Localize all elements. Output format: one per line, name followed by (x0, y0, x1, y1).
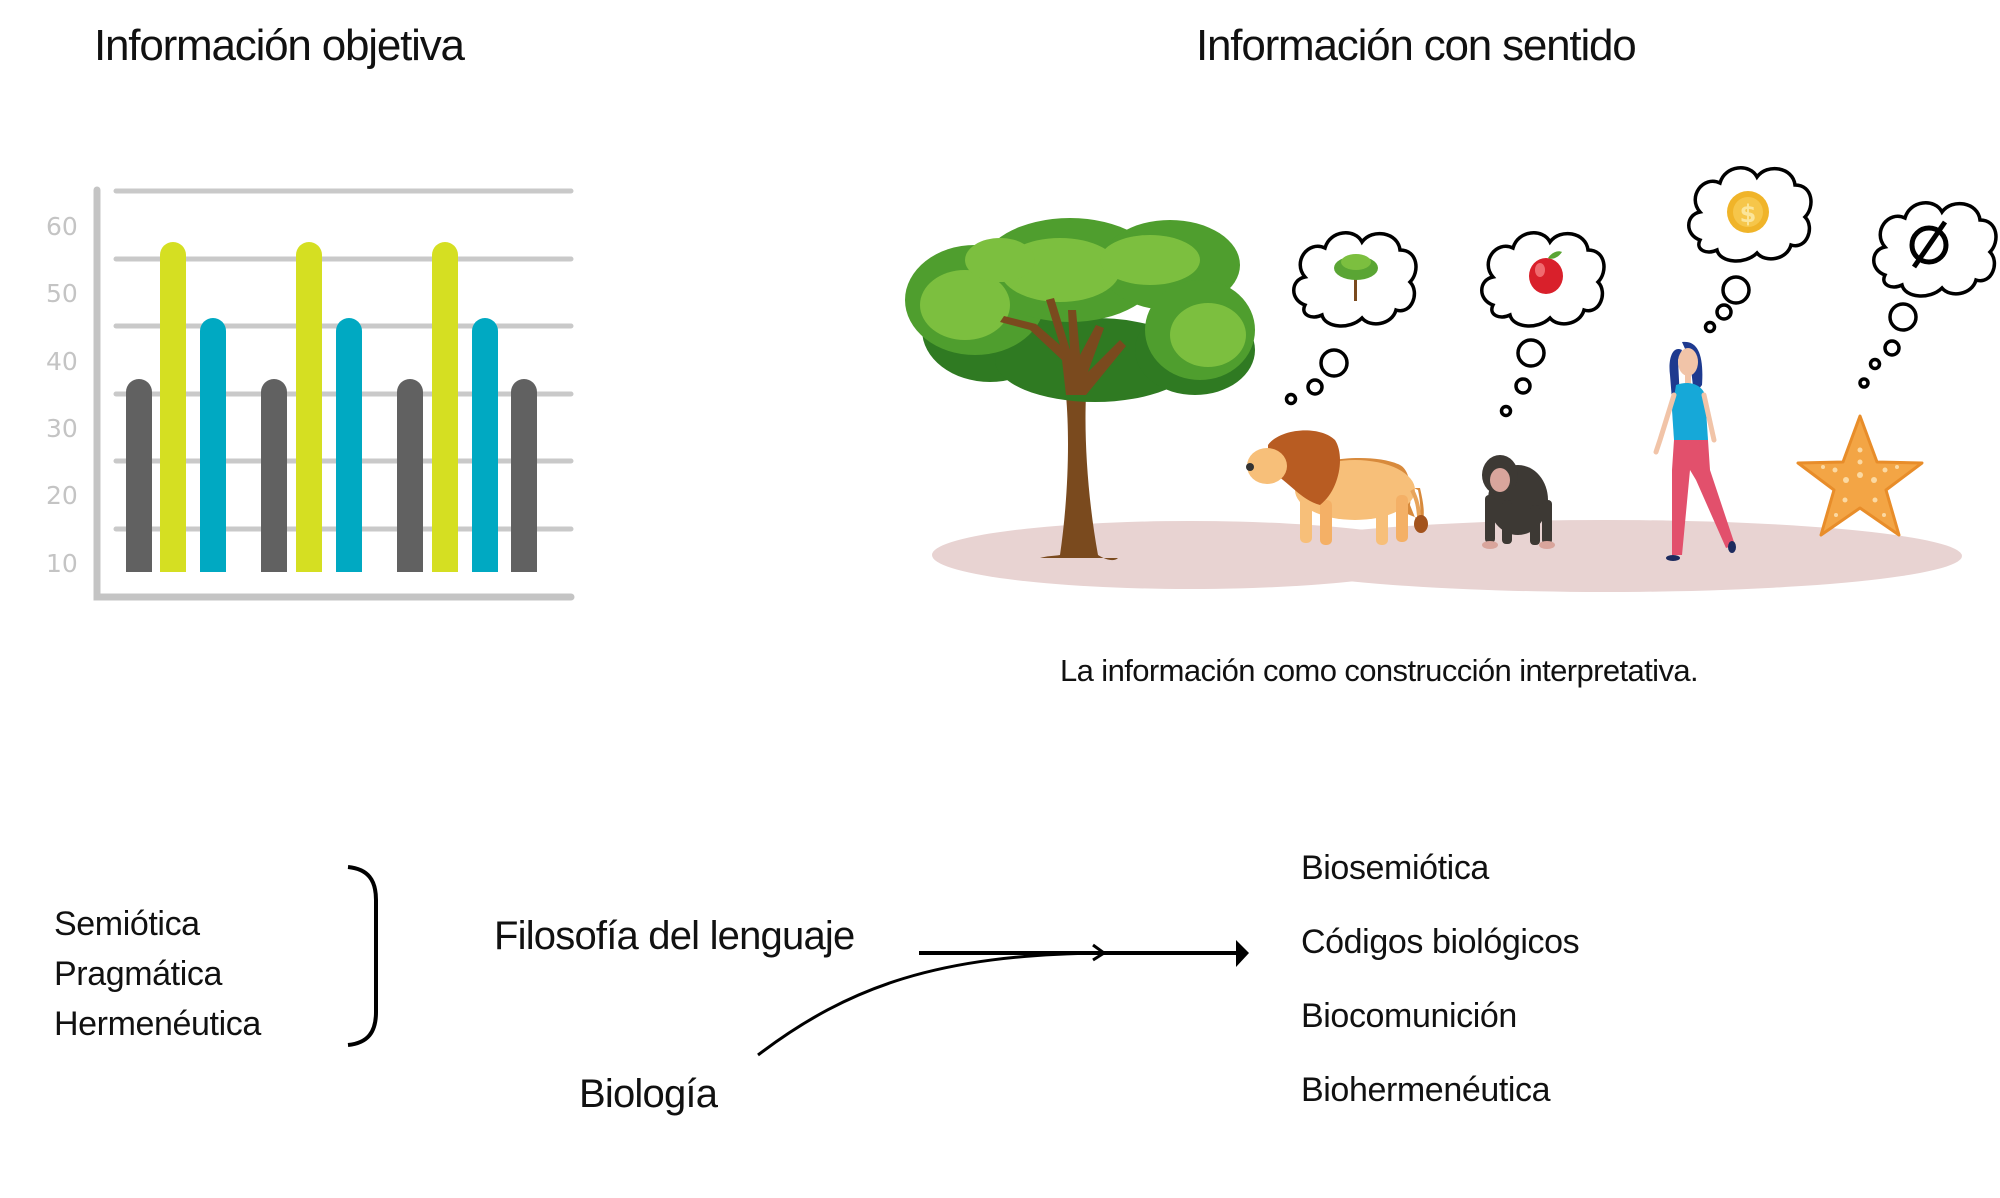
discipline-item: Semiótica (54, 905, 200, 943)
bar-gray (511, 379, 537, 572)
bar-yellow (160, 242, 186, 572)
tree-illustration (905, 218, 1255, 561)
bar-teal (200, 318, 226, 572)
right-title: Información con sentido (1196, 21, 1637, 70)
woman-illustration (1653, 341, 1736, 561)
y-tick-40: 40 (46, 347, 78, 376)
chart-bars (126, 242, 537, 572)
ground-shape (932, 520, 1962, 592)
result-item: Biocomunición (1301, 997, 1517, 1035)
y-tick-10: 10 (46, 549, 78, 578)
disciplines-list: Semiótica Pragmática Hermenéutica (54, 907, 261, 1057)
chart-axes (93, 186, 575, 601)
y-tick-50: 50 (46, 279, 78, 308)
bar-gray (261, 379, 287, 572)
bar-gray (397, 379, 423, 572)
right-bracket (347, 865, 378, 1047)
bar-yellow (296, 242, 322, 572)
starfish-illustration (1796, 414, 1924, 537)
results-list: Biosemiótica Códigos biológicos Biocomun… (1301, 849, 1580, 1147)
discipline-item: Hermenéutica (54, 1005, 261, 1043)
svg-text:$: $ (1740, 200, 1757, 228)
philosophy-label: Filosofía del lenguaje (494, 914, 855, 958)
scene-caption: La información como construcción interpr… (1060, 653, 1699, 688)
result-item: Biohermenéutica (1301, 1071, 1551, 1109)
bar-teal (336, 318, 362, 572)
bar-teal (472, 318, 498, 572)
y-axis-ticks: 60 50 40 30 20 10 (46, 212, 78, 578)
chimpanzee-illustration (1482, 455, 1555, 549)
y-tick-30: 30 (46, 414, 78, 443)
bar-yellow (432, 242, 458, 572)
lion-illustration (1246, 430, 1428, 545)
y-tick-20: 20 (46, 481, 78, 510)
left-title: Información objetiva (94, 21, 465, 70)
discipline-item: Pragmática (54, 955, 222, 993)
starfish-thought-cloud (1858, 201, 1998, 389)
bar-gray (126, 379, 152, 572)
apple-thought-icon (1529, 251, 1563, 294)
biology-label: Biología (579, 1072, 718, 1116)
coin-dollar-icon: $ (1727, 191, 1769, 233)
y-tick-60: 60 (46, 212, 78, 241)
empty-set-icon (1909, 220, 1949, 269)
tree-thought-icon (1334, 254, 1378, 301)
result-item: Códigos biológicos (1301, 923, 1580, 961)
result-item: Biosemiótica (1301, 849, 1489, 887)
arrow-biology-curve (757, 943, 1107, 1057)
